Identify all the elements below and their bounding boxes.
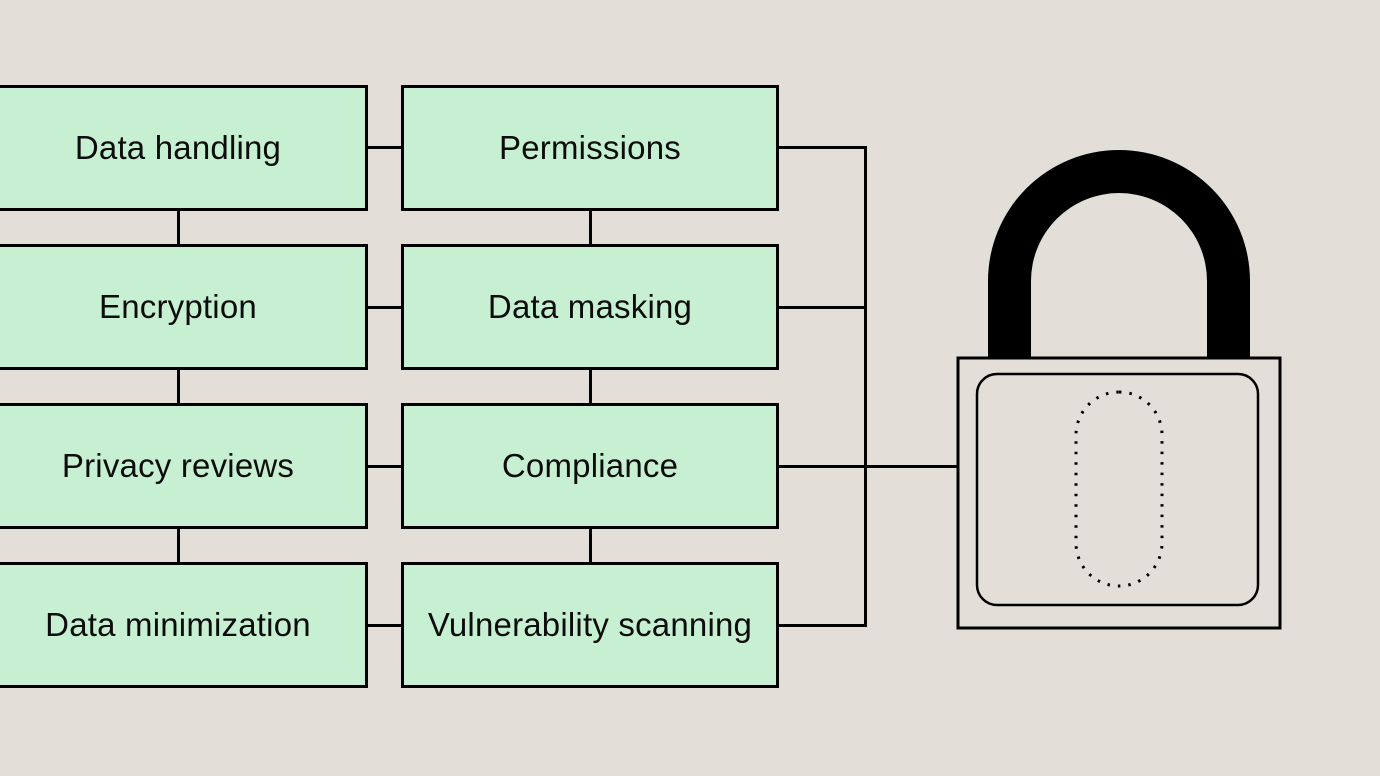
box-label: Data handling (74, 129, 282, 166)
box-compliance: Compliance (401, 403, 779, 529)
padlock-body (956, 356, 1282, 630)
connector-gap-row2 (368, 465, 401, 468)
box-label: Privacy reviews (61, 447, 295, 484)
padlock-inner-panel (975, 372, 1260, 607)
box-label: Data minimization (45, 606, 311, 643)
stub-row0-to-rail (779, 146, 867, 149)
box-data-minimization: Data minimization (0, 562, 368, 688)
connector-left-row0-row1 (177, 211, 180, 244)
box-label: Permissions (499, 129, 681, 166)
padlock-keyhole (1074, 390, 1164, 588)
collector-rail (864, 146, 867, 627)
connector-gap-row1 (368, 306, 401, 309)
padlock-shackle (988, 150, 1250, 370)
box-data-masking: Data masking (401, 244, 779, 370)
box-permissions: Permissions (401, 85, 779, 211)
connector-right-row0-row1 (589, 211, 592, 244)
connector-right-row1-row2 (589, 370, 592, 403)
box-encryption: Encryption (0, 244, 368, 370)
box-label: Encryption (99, 288, 257, 325)
stub-row3-to-rail (779, 624, 867, 627)
box-vulnerability-scanning: Vulnerability scanning (401, 562, 779, 688)
padlock-icon (956, 150, 1282, 630)
connector-left-row1-row2 (177, 370, 180, 403)
stub-row2-to-rail (779, 465, 867, 468)
stub-row1-to-rail (779, 306, 867, 309)
connector-gap-row3 (368, 624, 401, 627)
box-privacy-reviews: Privacy reviews (0, 403, 368, 529)
connector-gap-row0 (368, 146, 401, 149)
connector-right-row2-row3 (589, 529, 592, 562)
connector-rail-to-lock (864, 465, 960, 468)
box-label: Compliance (501, 447, 679, 484)
box-label: Data masking (487, 288, 693, 325)
connector-left-row2-row3 (177, 529, 180, 562)
box-data-handling: Data handling (0, 85, 368, 211)
box-label: Vulnerability scanning (427, 606, 753, 643)
